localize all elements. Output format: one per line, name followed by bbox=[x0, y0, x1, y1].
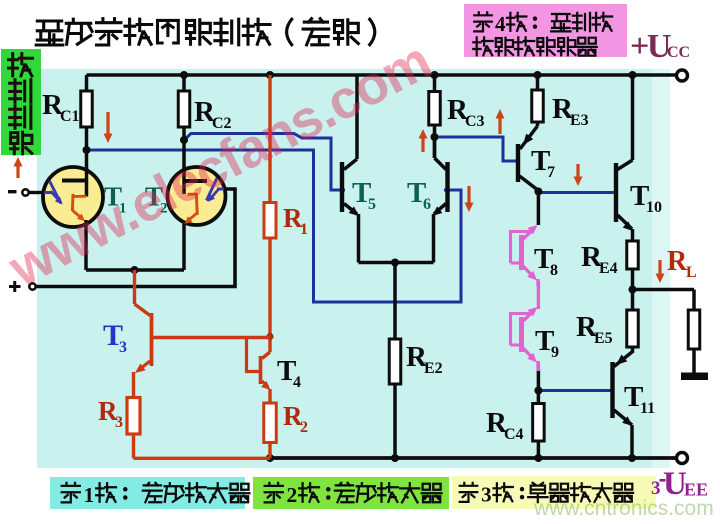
svg-text:C2: C2 bbox=[212, 115, 232, 132]
svg-text:+U: +U bbox=[630, 28, 671, 65]
svg-text:T: T bbox=[145, 182, 163, 212]
svg-text:2: 2 bbox=[300, 419, 308, 436]
svg-text:R: R bbox=[406, 341, 428, 373]
svg-text:L: L bbox=[686, 264, 697, 281]
svg-text:R: R bbox=[42, 89, 64, 121]
svg-text:E4: E4 bbox=[599, 260, 618, 277]
svg-text:C1: C1 bbox=[60, 108, 80, 125]
svg-text:9: 9 bbox=[551, 344, 559, 361]
svg-text:T: T bbox=[103, 319, 123, 352]
svg-text:E2: E2 bbox=[424, 360, 443, 377]
svg-text:EE: EE bbox=[684, 480, 708, 500]
svg-text:T: T bbox=[534, 243, 553, 275]
svg-text:T: T bbox=[352, 177, 371, 209]
svg-text:R: R bbox=[667, 246, 688, 277]
svg-text:11: 11 bbox=[640, 400, 655, 417]
svg-text:T: T bbox=[630, 180, 649, 212]
svg-text:3: 3 bbox=[119, 339, 127, 356]
svg-text:T: T bbox=[407, 177, 426, 209]
svg-text:E3: E3 bbox=[570, 112, 589, 129]
svg-text:R: R bbox=[552, 93, 574, 125]
svg-text:U: U bbox=[663, 466, 687, 502]
svg-text:T: T bbox=[277, 355, 296, 387]
svg-text:4: 4 bbox=[495, 12, 506, 36]
svg-text:T: T bbox=[624, 381, 643, 413]
svg-text:5: 5 bbox=[368, 196, 376, 213]
svg-text:1: 1 bbox=[119, 201, 127, 217]
svg-text:R: R bbox=[447, 94, 469, 126]
svg-text:1: 1 bbox=[84, 483, 95, 507]
svg-text:6: 6 bbox=[423, 196, 431, 213]
svg-text:R: R bbox=[576, 311, 598, 343]
svg-text:T: T bbox=[531, 145, 550, 177]
svg-text:T: T bbox=[535, 325, 554, 357]
svg-text:R: R bbox=[98, 396, 118, 426]
svg-text:C3: C3 bbox=[465, 113, 485, 130]
svg-text:C4: C4 bbox=[504, 426, 524, 443]
svg-text:R: R bbox=[194, 96, 216, 128]
svg-text:R: R bbox=[486, 407, 508, 439]
svg-text:T: T bbox=[104, 182, 122, 212]
svg-text:3: 3 bbox=[115, 414, 123, 431]
svg-text:8: 8 bbox=[550, 262, 558, 279]
svg-text:10: 10 bbox=[646, 199, 662, 216]
svg-text:R: R bbox=[283, 401, 303, 431]
svg-text:2: 2 bbox=[160, 201, 168, 217]
svg-text:R: R bbox=[581, 241, 603, 273]
svg-text:www.cntronics.com: www.cntronics.com bbox=[533, 497, 714, 520]
svg-text:3: 3 bbox=[651, 478, 661, 499]
svg-text:4: 4 bbox=[293, 374, 301, 391]
svg-text:E5: E5 bbox=[594, 330, 613, 347]
svg-text:7: 7 bbox=[547, 164, 555, 181]
svg-text:CC: CC bbox=[667, 44, 690, 61]
svg-text:2: 2 bbox=[287, 483, 298, 507]
svg-text:1: 1 bbox=[300, 221, 308, 238]
svg-text:R: R bbox=[283, 203, 303, 233]
svg-text:3: 3 bbox=[481, 482, 492, 506]
